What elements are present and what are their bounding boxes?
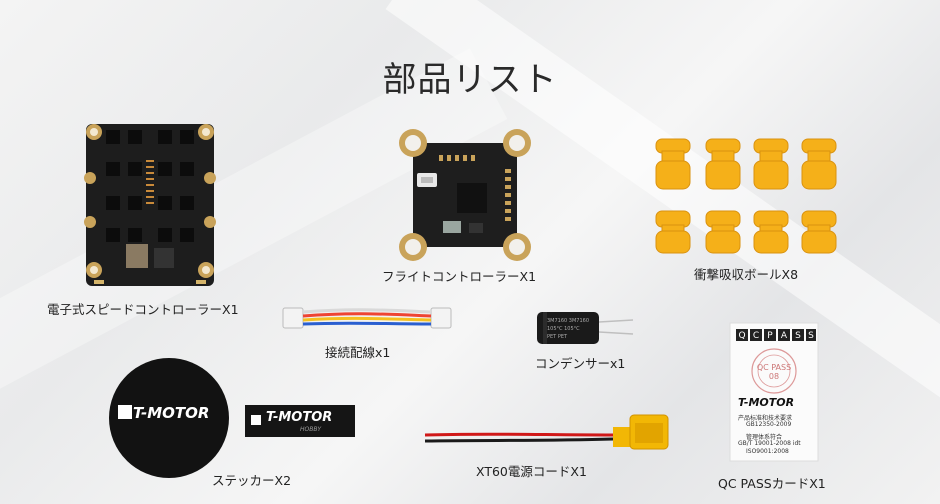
svg-text:S: S	[808, 331, 814, 341]
svg-text:C: C	[753, 331, 759, 341]
qc-line: GB/T 19001-2008 idt	[738, 440, 801, 447]
qc-line: GB12350-2009	[746, 421, 792, 428]
qc-card-label: QC PASSカードX1	[718, 476, 826, 491]
qc-line: 产品标准和技术要求	[738, 415, 793, 422]
page-title: 部品リスト	[382, 60, 558, 100]
qc-stamp-text: QC PASS 08	[756, 363, 792, 381]
wire-harness-label: 接続配線x1	[325, 345, 391, 360]
rect-sticker-sub: HOBBY	[300, 426, 322, 433]
esc-board-image	[84, 124, 216, 286]
capacitor-label: コンデンサーx1	[535, 356, 626, 371]
flight-controller-label: フライトコントローラーX1	[382, 269, 537, 284]
svg-text:105°C 105°C: 105°C 105°C	[547, 326, 580, 332]
xt60-cable-image	[424, 414, 669, 450]
qc-line: 管理体系符合	[746, 434, 783, 441]
rect-sticker-brand: T-MOTOR	[266, 410, 333, 425]
rect-sticker-image	[245, 405, 355, 437]
svg-text:S: S	[795, 331, 801, 341]
qc-line: ISO9001:2008	[746, 448, 789, 455]
svg-text:Q: Q	[738, 331, 745, 341]
svg-text:PET PET: PET PET	[547, 334, 568, 340]
stickers-label: ステッカーX2	[212, 473, 292, 488]
round-sticker-brand: T-MOTOR	[133, 404, 210, 422]
svg-text:3M7160 3M7160: 3M7160 3M7160	[547, 318, 589, 324]
damping-balls-label: 衝撃吸収ボールX8	[694, 267, 799, 282]
svg-text:A: A	[781, 331, 788, 341]
wire-harness-image	[282, 307, 452, 329]
esc-label: 電子式スピードコントローラーX1	[47, 302, 239, 317]
xt60-label: XT60電源コードX1	[476, 464, 587, 479]
flight-controller-image	[399, 129, 531, 261]
round-sticker-image	[109, 358, 229, 478]
qc-brand: T-MOTOR	[738, 396, 795, 409]
capacitor-image: 3M7160 3M7160 105°C 105°C PET PET	[537, 312, 634, 344]
damping-balls-image	[655, 138, 837, 254]
svg-text:P: P	[767, 331, 773, 341]
